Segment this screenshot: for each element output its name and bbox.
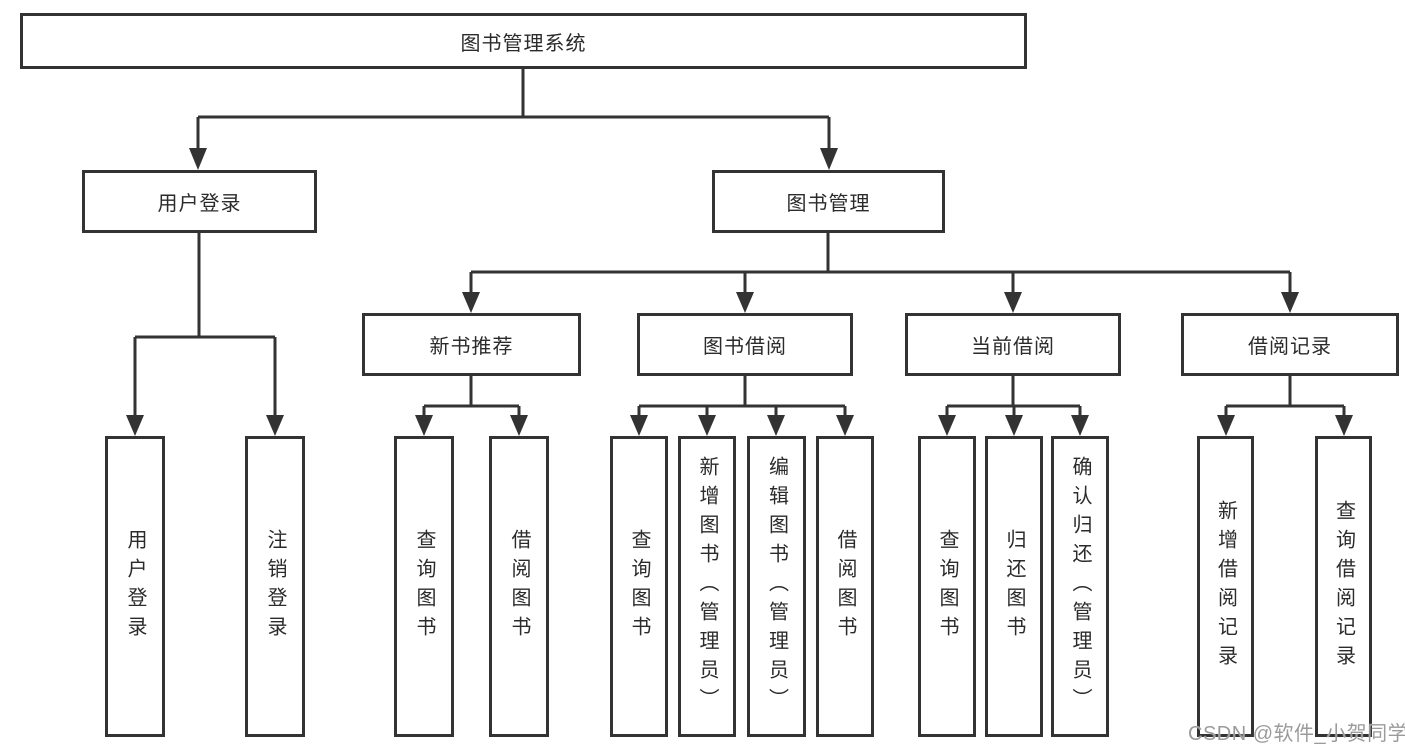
- node-label: 查询图书: [936, 528, 958, 645]
- node-label: 编辑图书（管理员）: [765, 456, 788, 717]
- node-label: 图书借阅: [703, 336, 787, 358]
- node-label: 图书管理系统: [460, 32, 587, 55]
- leaf-query-books-current: 查询图书: [918, 436, 976, 737]
- node-label: 借阅图书: [508, 528, 530, 645]
- node-book-management: 图书管理: [712, 170, 945, 233]
- node-book-borrowing: 图书借阅: [637, 313, 853, 376]
- node-current-borrowing: 当前借阅: [905, 313, 1121, 376]
- node-label: 查询图书: [628, 528, 650, 645]
- node-label: 用户登录: [124, 528, 146, 645]
- node-label: 新增图书（管理员）: [696, 456, 718, 717]
- node-label: 查询借阅记录: [1332, 499, 1355, 674]
- node-label: 用户登录: [157, 193, 242, 215]
- node-label: 借阅记录: [1248, 336, 1332, 358]
- node-label: 图书管理: [786, 193, 871, 215]
- leaf-logout: 注销登录: [245, 436, 305, 737]
- node-label: 查询图书: [413, 528, 435, 645]
- node-label: 确认归还（管理员）: [1069, 456, 1091, 717]
- leaf-query-borrowing-record: 查询借阅记录: [1315, 436, 1372, 737]
- node-new-book-recommendation: 新书推荐: [362, 313, 581, 376]
- node-borrowing-records: 借阅记录: [1181, 313, 1399, 376]
- leaf-return-books: 归还图书: [985, 436, 1043, 737]
- leaf-confirm-return-admin: 确认归还（管理员）: [1051, 436, 1109, 737]
- node-label: 新增借阅记录: [1214, 499, 1237, 674]
- node-label: 借阅图书: [834, 528, 856, 645]
- node-label: 当前借阅: [971, 336, 1055, 358]
- node-label: 新书推荐: [429, 336, 514, 358]
- node-label: 归还图书: [1003, 528, 1025, 645]
- leaf-query-books-borrowing: 查询图书: [610, 436, 668, 737]
- leaf-edit-book-admin: 编辑图书（管理员）: [747, 436, 806, 737]
- leaf-query-books-recommend: 查询图书: [394, 436, 454, 737]
- node-library-management-system: 图书管理系统: [20, 13, 1027, 69]
- leaf-user-login: 用户登录: [105, 436, 165, 737]
- node-user-login: 用户登录: [82, 170, 317, 233]
- csdn-watermark: CSDN @软件_小贺同学: [1188, 723, 1405, 745]
- leaf-borrow-books-borrowing: 借阅图书: [816, 436, 874, 737]
- leaf-borrow-books-recommend: 借阅图书: [489, 436, 549, 737]
- leaf-add-borrowing-record: 新增借阅记录: [1197, 436, 1254, 737]
- leaf-add-book-admin: 新增图书（管理员）: [678, 436, 736, 737]
- node-label: 注销登录: [264, 528, 286, 645]
